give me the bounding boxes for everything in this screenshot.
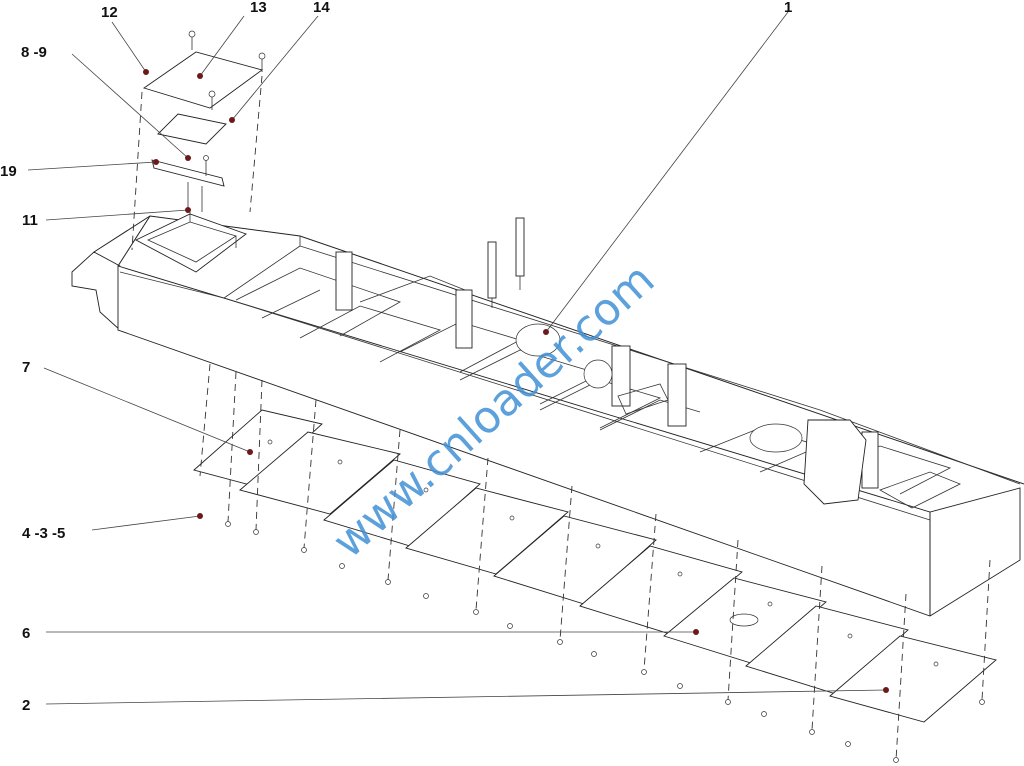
label-14: 14 [313, 0, 330, 16]
label-12: 12 [101, 4, 118, 21]
bottom-plates [193, 409, 997, 723]
label-11: 11 [22, 212, 38, 229]
gasket-14 [157, 113, 227, 145]
leader-lines [27, 11, 887, 705]
part-labels: 12 13 14 1 8 -9 19 11 7 4 -3 -5 6 2 [0, 0, 792, 714]
label-19: 19 [0, 163, 17, 180]
label-1: 1 [784, 0, 792, 16]
label-4-3-5: 4 -3 -5 [22, 525, 65, 542]
cover-plate-13 [142, 51, 264, 109]
top-cover-parts [142, 30, 266, 212]
label-7: 7 [22, 359, 30, 376]
bottom-bolts [225, 521, 985, 763]
bar-19 [151, 159, 225, 187]
label-8-9: 8 -9 [21, 44, 47, 61]
frame-body [71, 212, 1024, 617]
label-2: 2 [22, 697, 30, 714]
leader-dots [143, 69, 889, 693]
assembly-lines [131, 75, 991, 761]
label-6: 6 [22, 625, 30, 642]
label-13: 13 [250, 0, 267, 16]
